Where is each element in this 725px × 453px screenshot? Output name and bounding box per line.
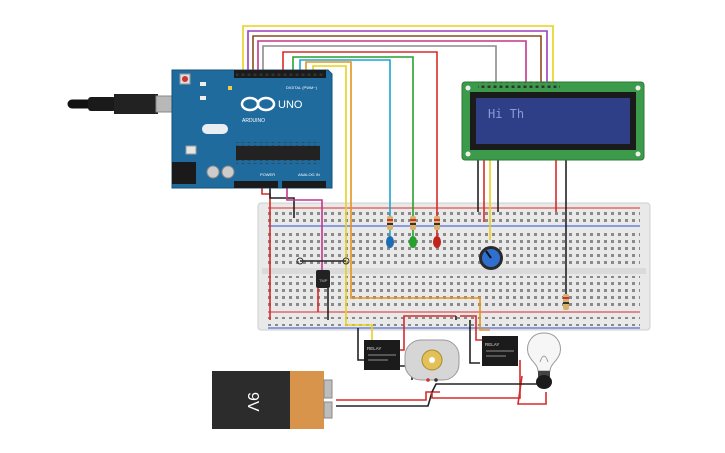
dc-jack xyxy=(172,162,196,184)
resistor-green-led xyxy=(410,216,416,230)
resistor-red-led xyxy=(434,216,440,230)
relay-left-label: RELAY xyxy=(367,346,381,351)
wire-purple-lcd xyxy=(247,30,548,82)
arduino-logo xyxy=(240,96,276,112)
wire-black-bulb xyxy=(431,383,544,393)
resistor-blue-led xyxy=(387,216,393,230)
brand-label: ARDUINO xyxy=(242,118,265,124)
wires xyxy=(242,25,567,407)
wire-red-led xyxy=(282,51,438,236)
lcd-16x2: Hi Th xyxy=(461,81,645,161)
arduino-uno: UNO ARDUINO DIGITAL (PWM~) POWER ANALOG … xyxy=(171,69,333,189)
sensor-bracket-right xyxy=(342,257,350,265)
wire-yellow-lcd xyxy=(242,25,554,82)
led-red[interactable] xyxy=(433,236,441,248)
breadboard xyxy=(257,202,651,331)
sensor-bracket-left xyxy=(296,257,304,265)
wire-pink-lcd xyxy=(257,40,527,82)
analog-label: ANALOG IN xyxy=(298,172,320,177)
wire-red-motor xyxy=(431,360,521,399)
temperature-sensor: TMP xyxy=(296,257,350,288)
led-green[interactable] xyxy=(409,236,417,248)
wire-red-relay-right xyxy=(460,315,482,341)
relay-right: RELAY xyxy=(482,336,518,366)
light-bulb xyxy=(527,332,561,389)
analog-header xyxy=(282,181,326,188)
lcd-display-text: Hi Th xyxy=(488,107,524,121)
wire-black-battery xyxy=(336,391,433,407)
wire-black-gnd xyxy=(269,188,295,218)
wire-red-bulb xyxy=(517,375,547,405)
wire-black-relay-left xyxy=(357,328,366,361)
relay-left: RELAY xyxy=(364,340,400,370)
lcd-screen xyxy=(476,98,630,144)
wire-brown-lcd xyxy=(252,35,542,82)
relay-right-label: RELAY xyxy=(485,342,499,347)
wire-black-relay-right xyxy=(469,320,480,364)
wire-red-battery xyxy=(336,391,440,401)
led-blue[interactable] xyxy=(386,236,394,248)
usb-cable xyxy=(67,94,179,114)
wire-red-relay-left xyxy=(400,315,456,351)
wire-green-led xyxy=(292,56,414,236)
battery-label: 9V xyxy=(244,392,261,412)
power-label: POWER xyxy=(260,172,275,177)
battery-9v: 9V xyxy=(212,371,333,429)
svg-text:TMP: TMP xyxy=(319,278,328,283)
wire-pink-sensor xyxy=(286,188,323,288)
potentiometer[interactable] xyxy=(479,246,503,270)
board-name: UNO xyxy=(278,99,303,111)
wire-red-5v xyxy=(261,188,271,320)
digital-label: DIGITAL (PWM~) xyxy=(286,85,318,90)
dc-motor xyxy=(404,339,460,382)
wire-orange-relay xyxy=(305,61,490,331)
wire-cyan-led xyxy=(299,59,391,236)
resistor-backlight xyxy=(563,294,569,310)
microcontroller-chip xyxy=(236,146,320,160)
wire-gray-lcd xyxy=(262,45,497,82)
power-header xyxy=(234,181,278,188)
wire-yellow-relay xyxy=(312,65,373,345)
